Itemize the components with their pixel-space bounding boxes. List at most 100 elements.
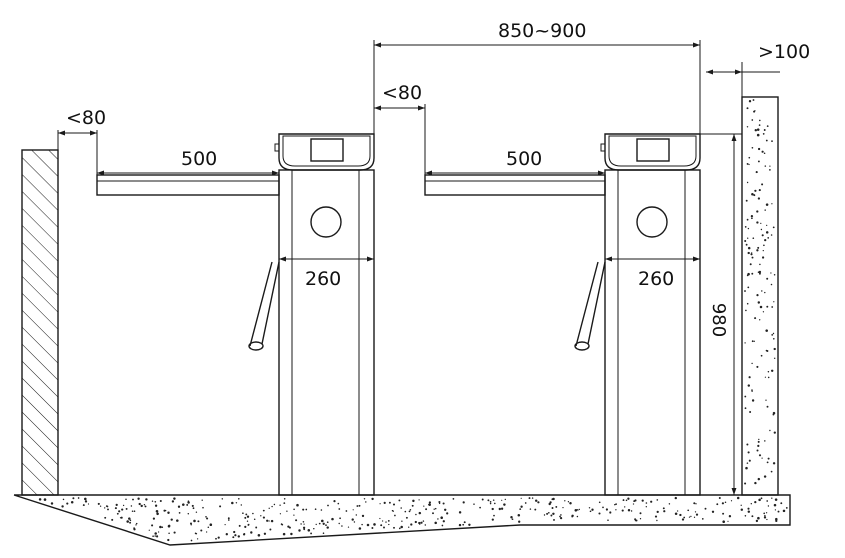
floor-speckle (224, 524, 226, 526)
floor-speckle (701, 518, 704, 520)
floor-speckle (750, 503, 752, 505)
floor-speckle (114, 507, 117, 510)
concrete-speckle (754, 317, 757, 320)
floor-speckle (379, 503, 381, 505)
floor-speckle (624, 506, 626, 508)
floor-speckle (774, 509, 777, 511)
floor-speckle (400, 525, 403, 529)
floor-speckle (161, 526, 164, 528)
floor-speckle (546, 512, 549, 515)
dim-lane-clearance: <80 (373, 40, 426, 175)
floor-speckle (176, 519, 179, 522)
floor-speckle (391, 510, 394, 512)
floor-speckle (722, 512, 725, 515)
floor-speckle (589, 510, 592, 513)
floor-speckle (428, 501, 432, 504)
dim-height: 980 (700, 133, 742, 495)
floor-speckle (253, 518, 256, 520)
concrete-speckle (746, 462, 749, 464)
concrete-speckle (769, 429, 771, 432)
floor-speckle (290, 532, 293, 536)
floor-speckle (419, 523, 421, 525)
floor-speckle (392, 503, 396, 506)
floor-speckle (315, 523, 317, 526)
concrete-speckle (746, 443, 749, 446)
floor-speckle (205, 515, 207, 518)
concrete-speckle (748, 156, 751, 159)
floor-speckle (744, 515, 747, 517)
floor-speckle (279, 504, 281, 506)
concrete-speckle (755, 171, 758, 174)
floor-speckle (371, 527, 374, 529)
floor-speckle (434, 521, 437, 525)
floor-speckle (287, 525, 290, 528)
concrete-speckle (758, 270, 762, 274)
concrete-speckle (747, 286, 750, 289)
floor-speckle (411, 504, 414, 507)
concrete-speckle (753, 194, 756, 197)
concrete-speckle (751, 272, 754, 275)
floor-speckle (302, 508, 305, 511)
floor-speckle (341, 525, 343, 527)
floor-speckle (167, 511, 170, 514)
floor-speckle (187, 513, 190, 515)
floor-speckle (371, 497, 374, 501)
floor-speckle (763, 512, 766, 515)
concrete-speckle (766, 125, 769, 127)
concrete-speckle (751, 389, 753, 391)
floor-speckle (491, 518, 494, 521)
floor-speckle (598, 512, 601, 515)
floor-speckle (694, 511, 697, 513)
floor-speckle (588, 507, 591, 509)
floor-speckle (693, 502, 696, 505)
floor-speckle (245, 513, 248, 516)
floor-speckle (242, 512, 244, 515)
floor-speckle (231, 501, 234, 505)
floor-speckle (722, 520, 725, 523)
floor-speckle (442, 502, 445, 505)
floor-speckle (704, 507, 707, 510)
floor-speckle (322, 522, 325, 525)
floor-speckle (418, 499, 420, 501)
floor-speckle (634, 519, 637, 522)
floor-speckle (206, 517, 209, 520)
floor-speckle (263, 532, 267, 535)
floor-speckle (182, 503, 185, 506)
concrete-speckle (763, 475, 767, 478)
concrete-speckle (761, 256, 765, 259)
floor-speckle (87, 503, 90, 505)
dim-label-lane-clearance: <80 (382, 82, 422, 104)
floor-speckle (383, 501, 386, 505)
concrete-speckle (747, 237, 749, 239)
floor-speckle (479, 506, 481, 509)
floor-speckle (758, 498, 761, 502)
floor-speckle (777, 510, 780, 513)
floor-speckle (569, 502, 572, 505)
floor-speckle (747, 507, 750, 510)
concrete-speckle (766, 405, 769, 408)
floor-speckle (650, 500, 653, 503)
dim-arm-length-right: 500 (425, 148, 605, 176)
floor-speckle (233, 530, 236, 534)
concrete-speckle (770, 369, 774, 373)
floor-speckle (576, 515, 579, 518)
floor-speckle (433, 508, 435, 510)
concrete-speckle (745, 466, 748, 470)
concrete-speckle (747, 251, 750, 255)
floor-speckle (266, 519, 269, 522)
floor-speckle (338, 508, 341, 510)
floor-speckle (286, 510, 288, 512)
floor-speckle (269, 528, 272, 531)
floor-speckle (543, 514, 546, 516)
floor-speckle (605, 508, 609, 511)
concrete-speckle (758, 438, 760, 441)
floor-speckle (268, 520, 270, 522)
concrete-speckle (751, 146, 754, 149)
floor-speckle (271, 505, 273, 508)
floor-speckle (107, 508, 109, 511)
floor-speckle (520, 505, 523, 508)
floor-speckle (418, 511, 422, 515)
floor-speckle (687, 509, 690, 512)
concrete-speckle (757, 440, 760, 443)
floor-speckle (215, 537, 217, 540)
